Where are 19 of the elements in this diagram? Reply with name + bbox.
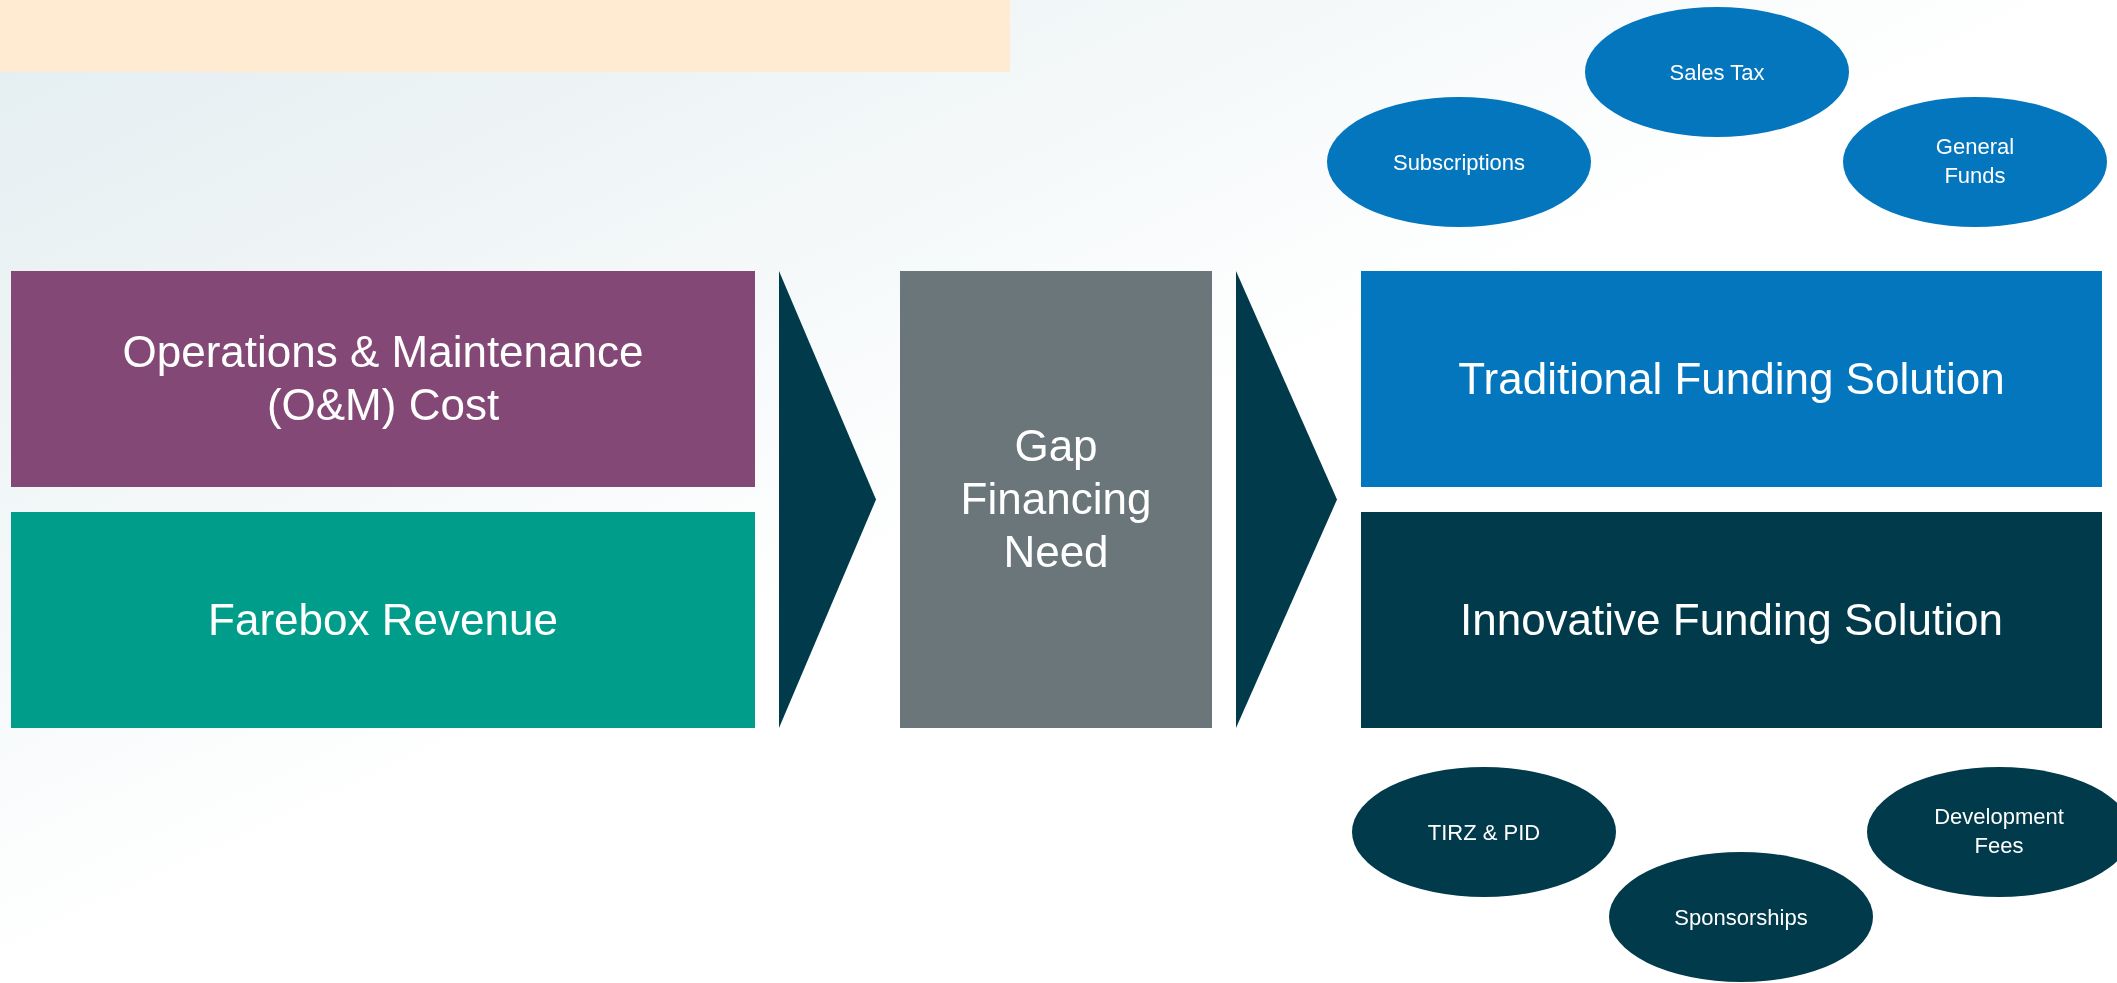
chevron-arrow bbox=[779, 271, 876, 728]
node-label: Subscriptions bbox=[1392, 148, 1526, 177]
node-label: Innovative Funding Solution bbox=[1459, 594, 2003, 646]
process-box bbox=[900, 271, 1212, 728]
node-label: TIRZ & PID bbox=[1427, 818, 1541, 847]
process-box bbox=[11, 271, 755, 487]
process-box bbox=[11, 512, 755, 728]
chevron-arrow bbox=[1236, 271, 1337, 728]
node-label: Traditional Funding Solution bbox=[1458, 353, 2005, 405]
process-box bbox=[1361, 271, 2102, 487]
node-label: Operations & Maintenance (O&M) Cost bbox=[121, 326, 645, 431]
process-box bbox=[1361, 512, 2102, 728]
node-label: Gap Financing Need bbox=[959, 420, 1153, 578]
node-label: Sales Tax bbox=[1669, 58, 1765, 87]
node-label: Farebox Revenue bbox=[208, 594, 558, 646]
node-label: Sponsorships bbox=[1674, 903, 1808, 932]
title-banner bbox=[0, 0, 1010, 72]
node-label: Development Fees bbox=[1933, 803, 2065, 860]
node-label: General Funds bbox=[1934, 133, 2016, 190]
